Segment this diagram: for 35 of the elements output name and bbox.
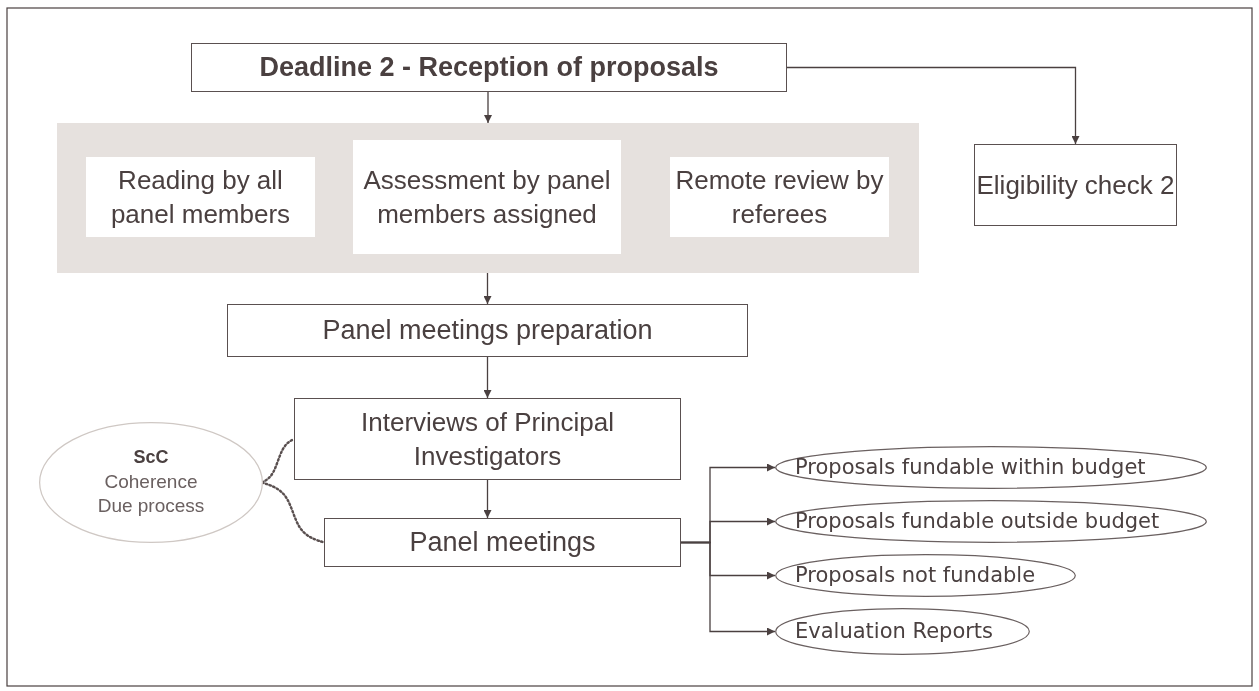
- process-box: [670, 157, 889, 237]
- process-box: [86, 157, 315, 237]
- arrow: [483, 272, 492, 305]
- process-box: [191, 43, 787, 92]
- node-label: Panel meetings: [409, 525, 596, 559]
- process-box: [227, 304, 748, 357]
- arrow: [483, 356, 492, 399]
- committee-ellipse: [40, 423, 262, 542]
- node-label: Eligibility check 2: [976, 168, 1175, 202]
- committee-name: ScC: [133, 446, 169, 470]
- process-box: [974, 144, 1177, 226]
- process-box: [324, 518, 681, 567]
- node-label: Assessment by panel members assigned: [362, 163, 612, 231]
- node-label: Remote review by referees: [674, 163, 885, 231]
- outcome-ellipse: [775, 608, 1030, 655]
- node-label: Interviews of Principal Investigators: [360, 405, 615, 473]
- node-label: Panel meetings preparation: [322, 313, 653, 347]
- outcome-ellipse: [775, 554, 1076, 597]
- process-box: [294, 398, 681, 480]
- node-label: Proposals fundable within budget: [795, 453, 1146, 481]
- node-label: Reading by all panel members: [109, 163, 292, 231]
- arrow: [680, 541, 776, 636]
- arrow: [483, 479, 492, 519]
- committee-role: Coherence: [104, 469, 198, 494]
- group-panel: [57, 123, 919, 273]
- outcome-ellipse: [775, 500, 1207, 543]
- arrow: [786, 66, 1080, 145]
- node-label: Deadline 2 - Reception of proposals: [259, 50, 719, 84]
- committee-role: Due process: [97, 494, 205, 519]
- outcome-ellipse: [775, 446, 1207, 489]
- node-label: Proposals fundable outside budget: [795, 507, 1160, 535]
- node-label: Proposals not fundable: [795, 561, 1036, 589]
- arrow: [484, 91, 492, 124]
- process-box: [353, 140, 621, 254]
- node-label: Evaluation Reports: [795, 617, 994, 645]
